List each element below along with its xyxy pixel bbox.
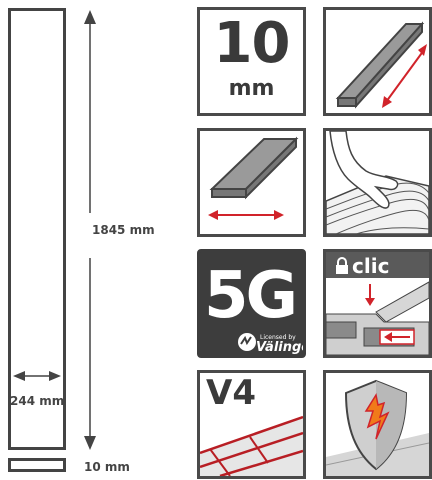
shield-icon — [326, 379, 429, 476]
plank-width-icon — [208, 136, 299, 220]
5g-profile-tile: 5G Licensed by Välinge — [197, 249, 306, 358]
licensed-by-text: Licensed by — [260, 334, 296, 341]
thickness-label: 10 mm — [84, 460, 130, 474]
profile-brand: 5G — [204, 259, 298, 333]
thickness-value: 10 — [213, 11, 291, 76]
v4-bevel-tile: V4 — [197, 370, 306, 479]
thickness-unit: mm — [228, 76, 275, 101]
plank-thickness-outline — [8, 458, 66, 472]
wood-texture-tile — [323, 128, 432, 237]
length-label: 1845 mm — [92, 223, 155, 237]
durability-tile — [323, 370, 432, 479]
thickness-tile: 10 mm — [197, 7, 306, 116]
width-arrow-icon — [13, 371, 61, 381]
length-arrow-icon — [84, 10, 96, 450]
licensor-name: Välinge — [256, 340, 306, 355]
bevel-label: V4 — [206, 373, 256, 413]
clic-lock-tile: clic — [323, 249, 432, 358]
plank-length-tile — [323, 7, 432, 116]
lock-icon — [336, 257, 348, 274]
v4-bevel-icon — [200, 415, 303, 476]
wood-texture-icon — [326, 131, 429, 234]
width-label: 244 mm — [10, 394, 65, 408]
plank-width-tile — [197, 128, 306, 237]
lock-label: clic — [352, 254, 390, 278]
valinge-logo-icon — [238, 333, 256, 351]
plank-length-icon — [335, 21, 427, 109]
